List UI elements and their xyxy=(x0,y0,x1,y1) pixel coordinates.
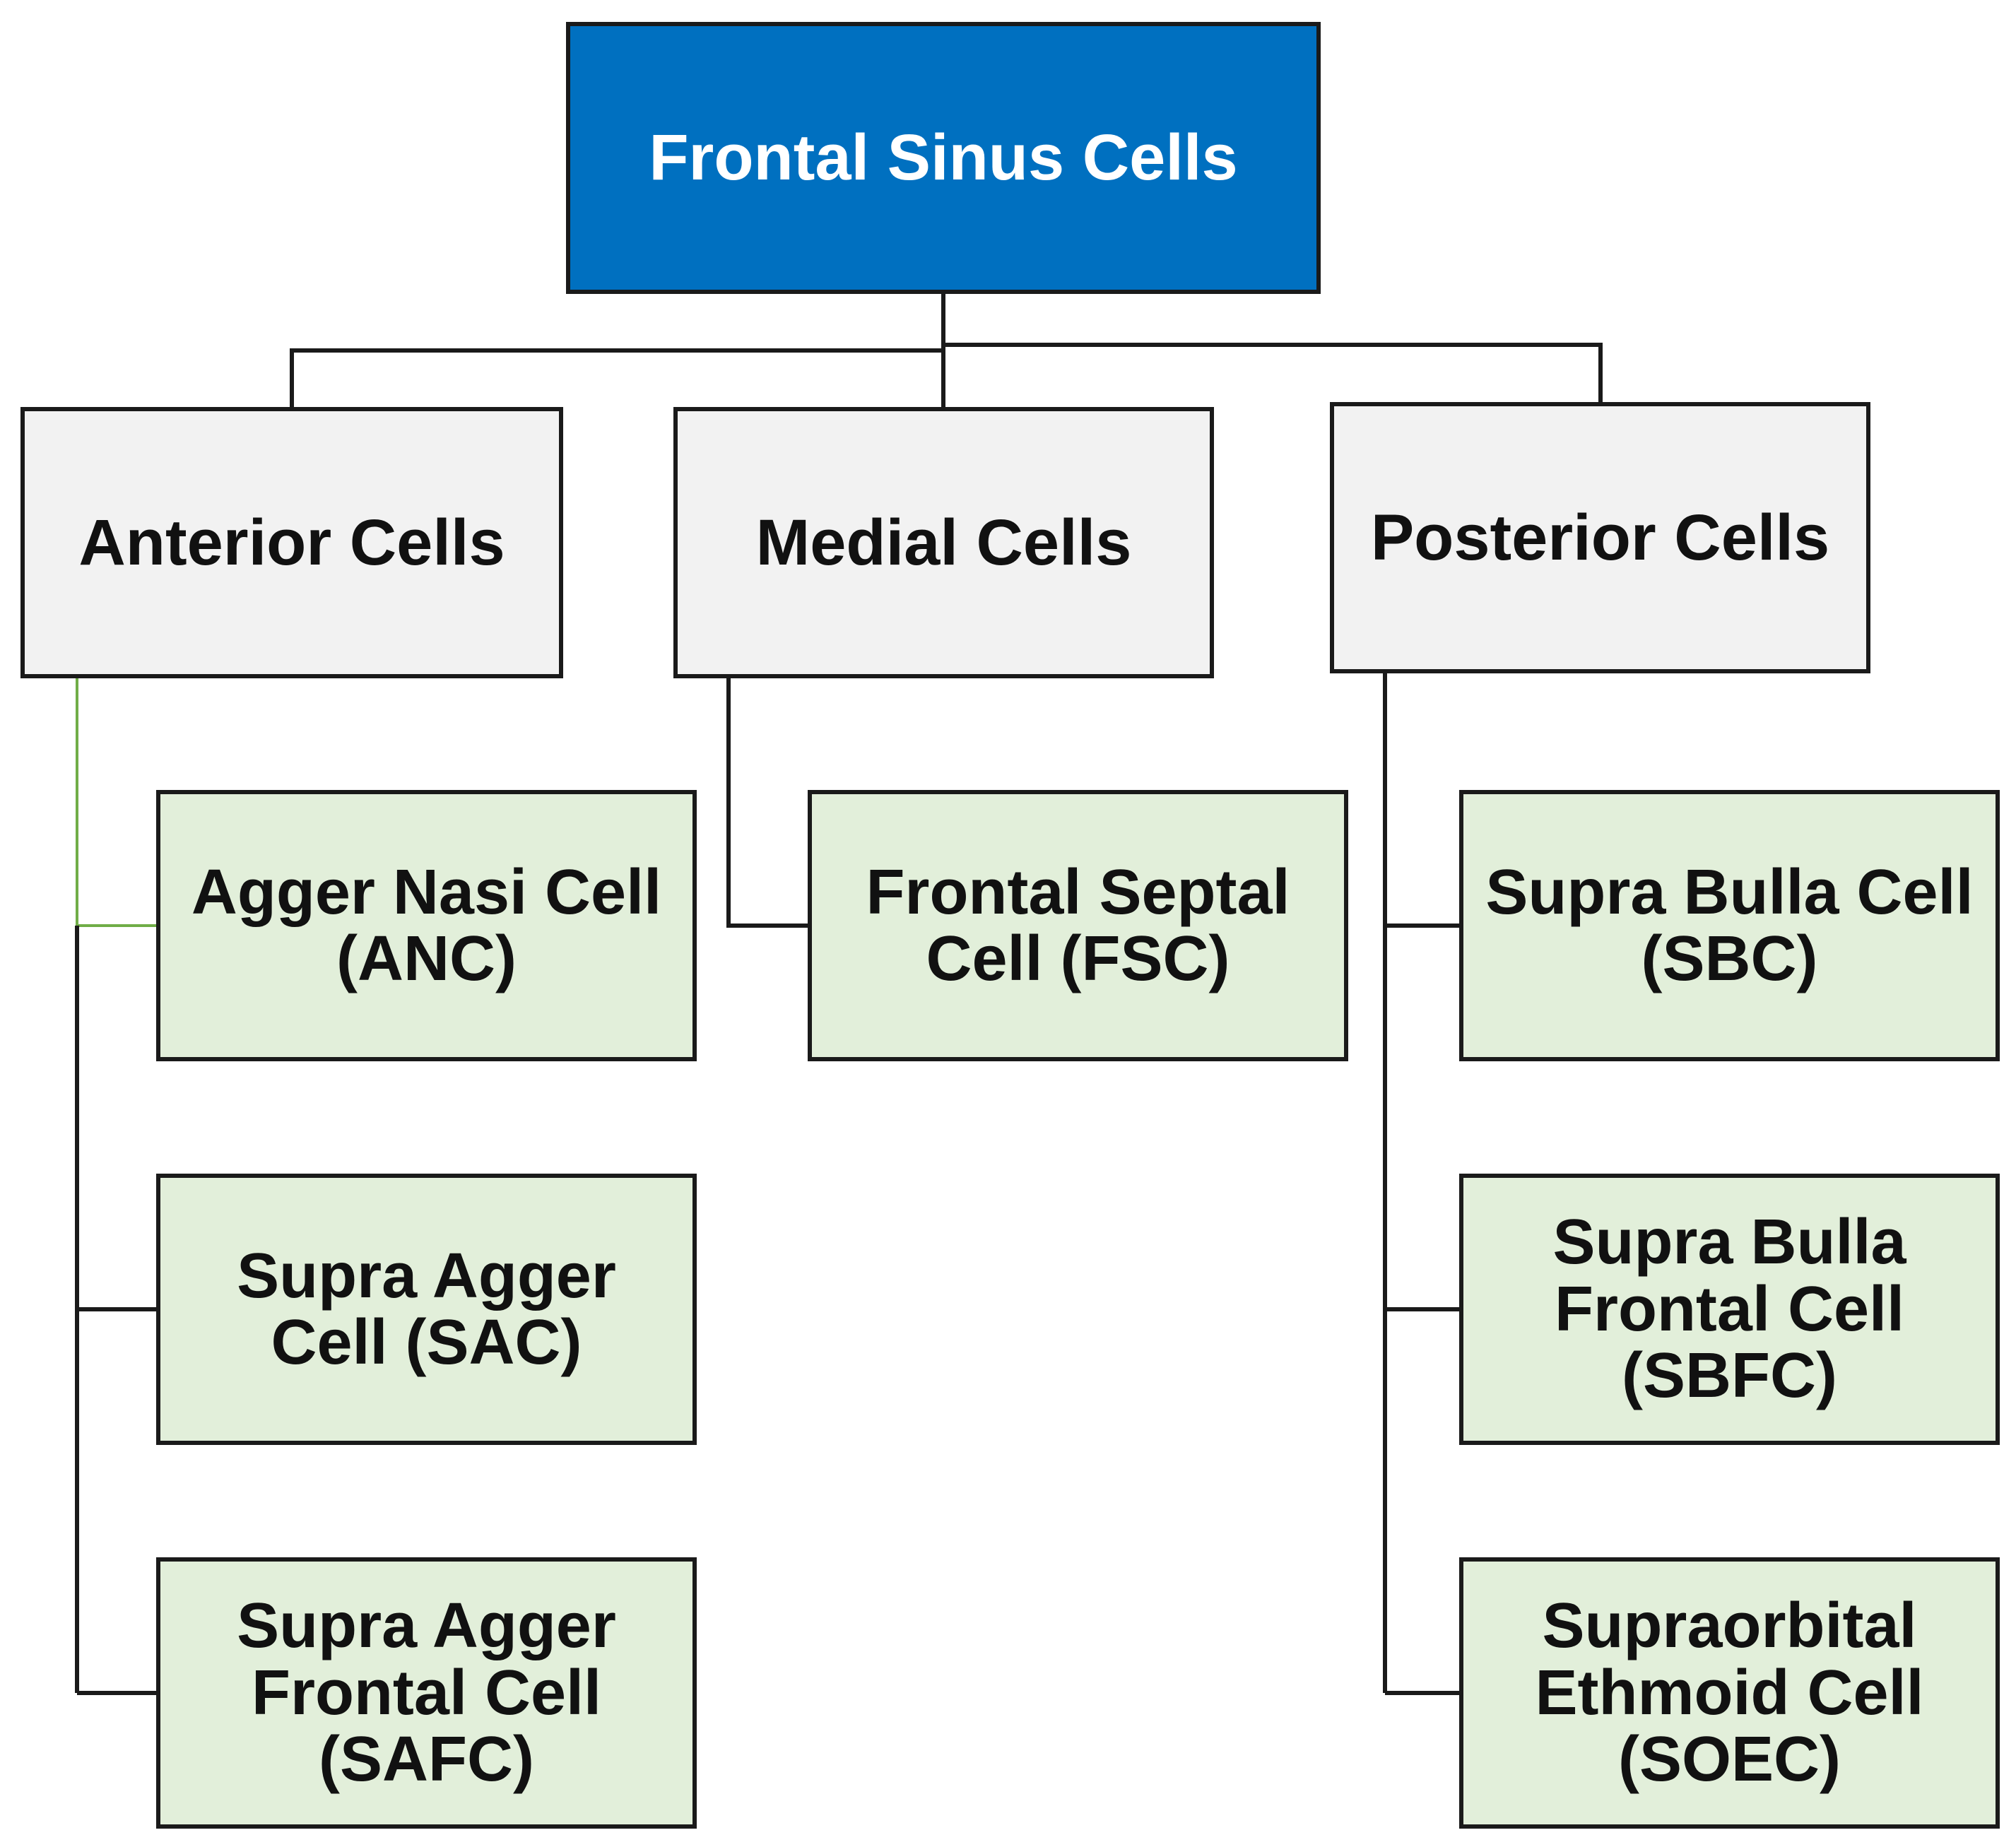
category-node-medial-cells: Medial Cells xyxy=(673,407,1214,678)
connector-root-bus-right xyxy=(943,343,1603,402)
connector-anterior-to-anc xyxy=(76,678,156,927)
category-node-posterior-cells: Posterior Cells xyxy=(1330,402,1870,673)
category-node-anterior-cells: Anterior Cells xyxy=(20,407,563,678)
cell-node-frontal-septal-cell: Frontal Septal Cell (FSC) xyxy=(808,790,1348,1061)
cell-node-supraorbital-ethmoid-cell: Supraorbital Ethmoid Cell (SOEC) xyxy=(1459,1557,2000,1829)
root-node-frontal-sinus-cells: Frontal Sinus Cells xyxy=(566,22,1321,294)
cell-node-supra-agger-frontal-cell: Supra Agger Frontal Cell (SAFC) xyxy=(156,1557,697,1829)
cell-node-supra-bulla-cell: Supra Bulla Cell (SBC) xyxy=(1459,790,2000,1061)
cell-node-agger-nasi-cell: Agger Nasi Cell (ANC) xyxy=(156,790,697,1061)
cell-node-supra-agger-cell: Supra Agger Cell (SAC) xyxy=(156,1174,697,1445)
connector-medial-to-fsc xyxy=(726,678,808,928)
connector-root-bus-left xyxy=(290,348,943,407)
cell-node-supra-bulla-frontal-cell: Supra Bulla Frontal Cell (SBFC) xyxy=(1459,1174,2000,1445)
